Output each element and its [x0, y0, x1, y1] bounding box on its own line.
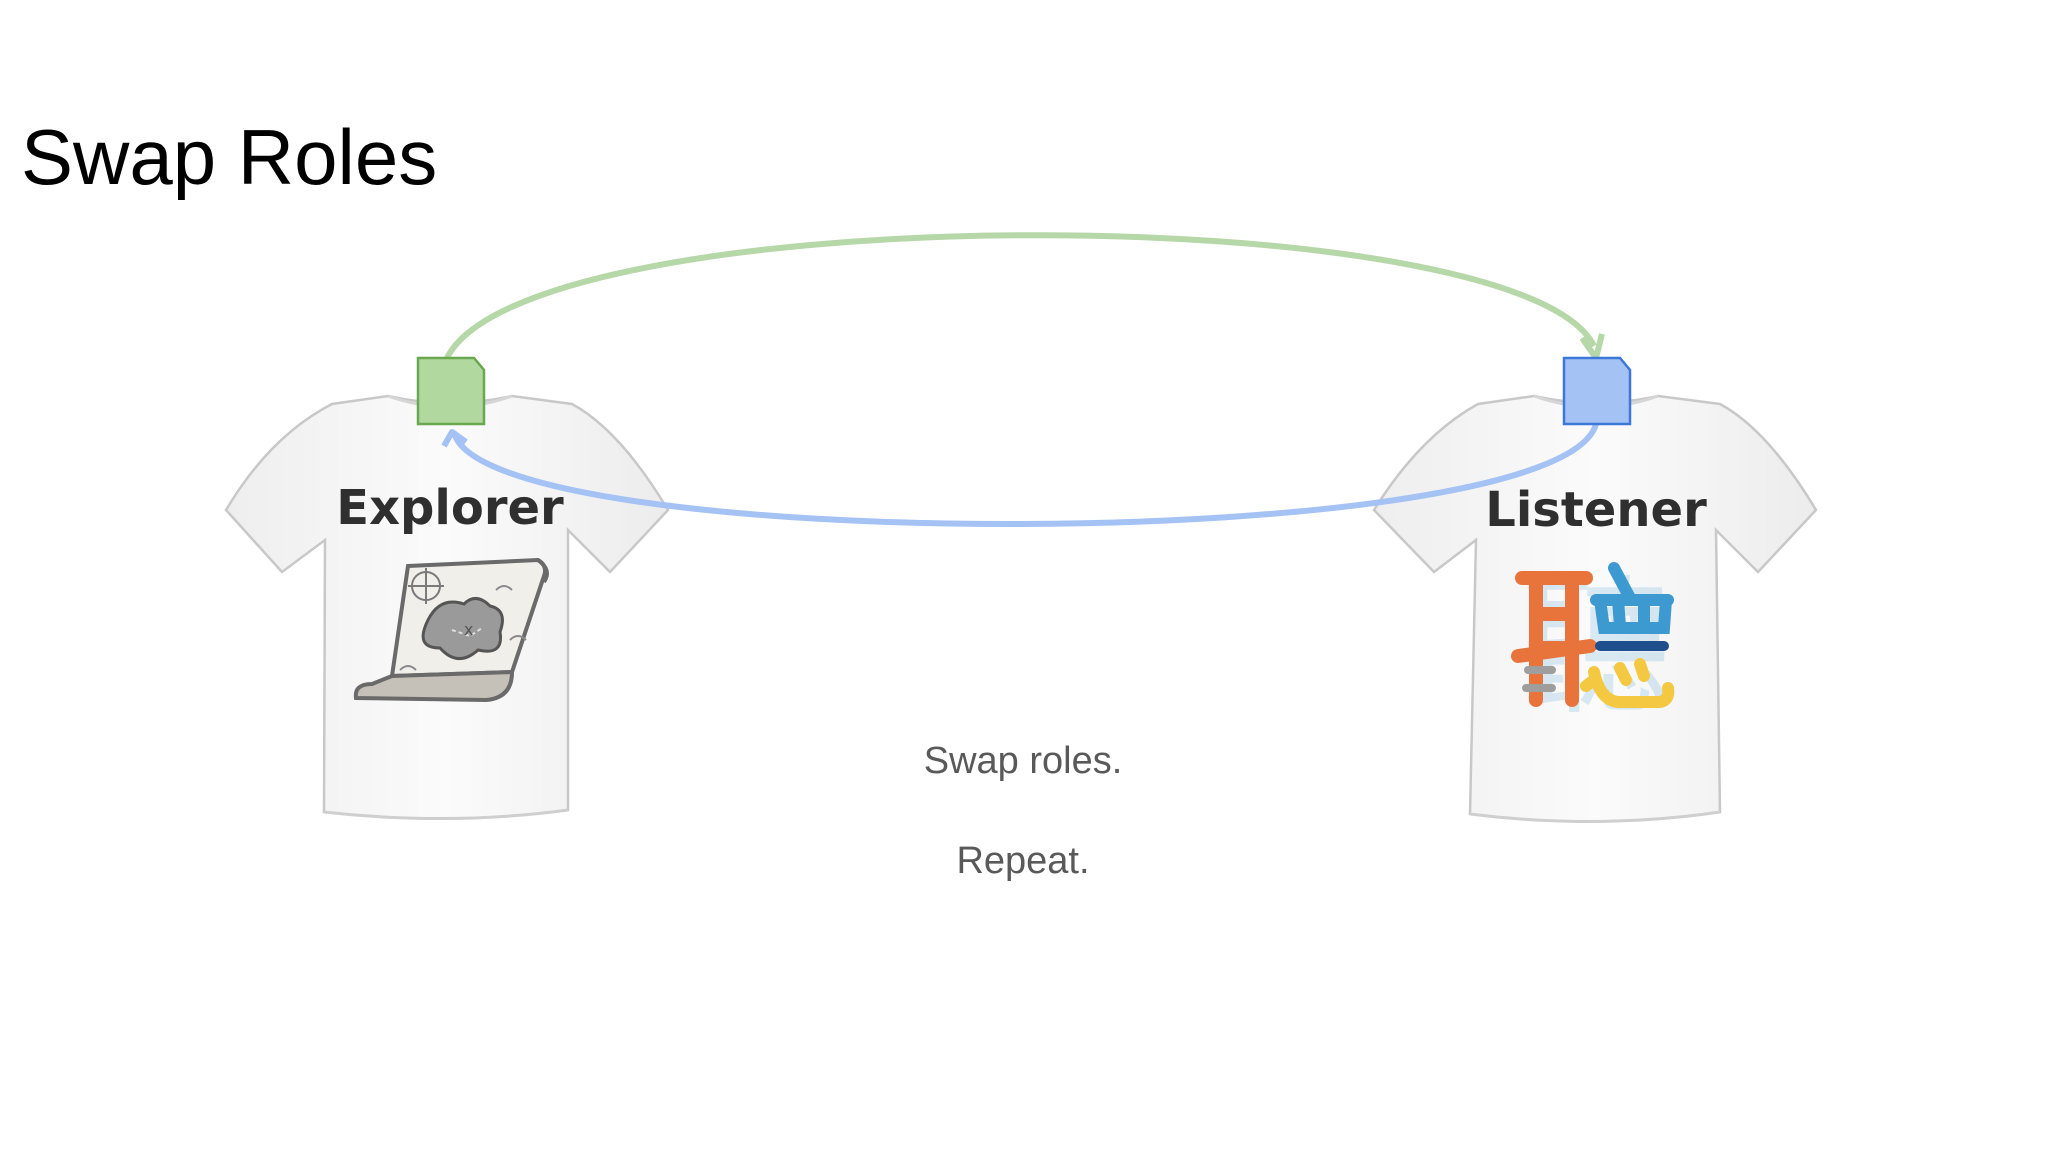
treasure-map-icon: x — [353, 557, 549, 703]
listener-role-marker — [1562, 356, 1632, 426]
explorer-role-marker — [416, 356, 486, 426]
arrow-listener-to-explorer — [451, 423, 1599, 528]
explorer-label: Explorer — [336, 480, 564, 536]
slide-title: Swap Roles — [21, 113, 438, 201]
listener-label: Listener — [1485, 482, 1707, 538]
caption-swap-roles: Swap roles. — [923, 740, 1123, 782]
listener-tshirt: Listener 聽 — [1372, 394, 1818, 823]
caption-repeat: Repeat. — [956, 840, 1090, 882]
explorer-tshirt: Explorer x — [224, 394, 670, 821]
arrow-head-listener-to-explorer — [441, 429, 468, 448]
listen-character-icon: 聽 — [1511, 562, 1675, 736]
arrow-explorer-to-listener — [443, 232, 1597, 362]
svg-text:x: x — [464, 620, 473, 639]
